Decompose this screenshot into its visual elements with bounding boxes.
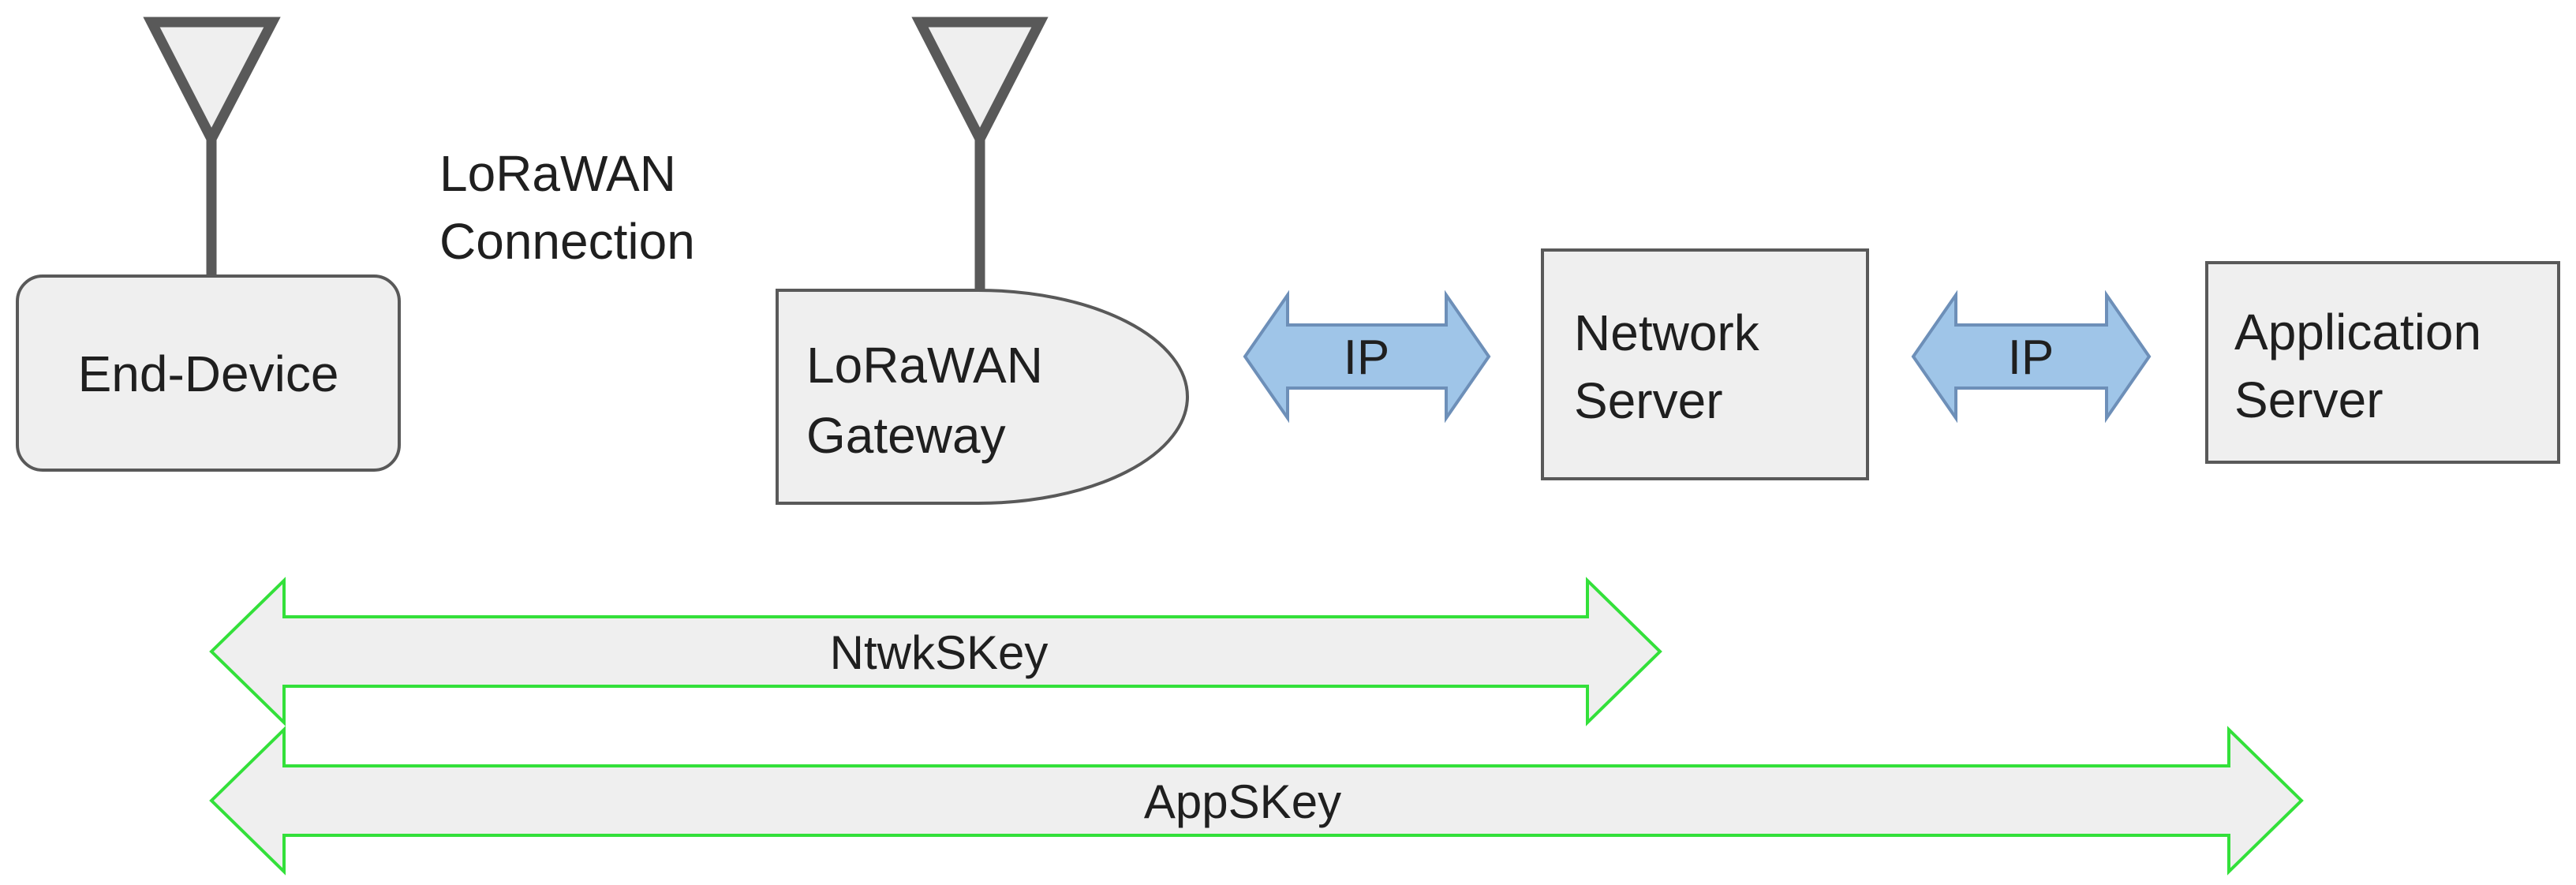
network-server-node: Network Server bbox=[1541, 248, 1869, 480]
ntwkskey-label: NtwkSKey bbox=[830, 626, 1049, 679]
ip-link-network-application: IP bbox=[1911, 289, 2152, 424]
end-device-label: End-Device bbox=[78, 345, 339, 402]
ip-link-label: IP bbox=[1344, 330, 1390, 385]
lorawan-connection-label: LoRaWAN Connection bbox=[439, 145, 695, 270]
gateway-label-line2: Gateway bbox=[806, 407, 1006, 464]
application-server-label-line1: Application bbox=[2234, 304, 2481, 360]
ip-link-label: IP bbox=[2008, 330, 2054, 385]
end-device-antenna-icon bbox=[143, 17, 281, 276]
gateway-antenna-icon bbox=[911, 17, 1049, 292]
application-server-label-line2: Server bbox=[2234, 372, 2383, 428]
end-device-node: End-Device bbox=[16, 274, 401, 472]
gateway-label-line1: LoRaWAN bbox=[806, 337, 1043, 394]
connection-label-line1: LoRaWAN bbox=[439, 145, 676, 202]
appskey-label: AppSKey bbox=[1144, 775, 1341, 828]
network-server-label-line1: Network bbox=[1574, 304, 1760, 361]
appskey-link: AppSKey bbox=[209, 726, 2304, 876]
ntwkskey-link: NtwkSKey bbox=[209, 577, 1662, 726]
gateway-node: LoRaWAN Gateway bbox=[776, 289, 1189, 505]
connection-label-line2: Connection bbox=[439, 213, 695, 270]
ip-link-gateway-network: IP bbox=[1243, 289, 1491, 424]
network-server-label-line2: Server bbox=[1574, 372, 1723, 429]
application-server-node: Application Server bbox=[2205, 261, 2560, 464]
